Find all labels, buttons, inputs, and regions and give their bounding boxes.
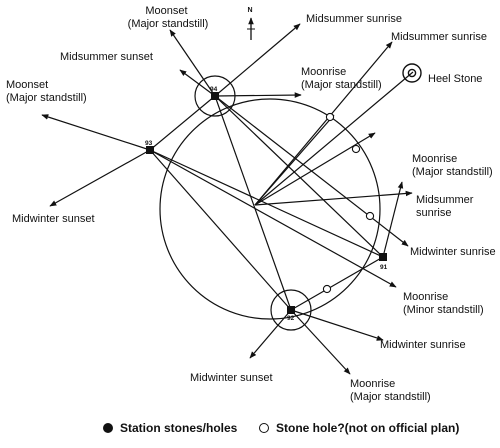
line-93-midwinter-sunset <box>49 149 151 207</box>
label-midsummer-sunset: Midsummer sunset <box>60 51 153 63</box>
line-centre-midsummer-sunrise-top <box>254 41 393 206</box>
station-92-surround <box>270 289 312 331</box>
line-93-to-91 <box>149 149 384 258</box>
station-number: 93 <box>145 140 153 147</box>
line-94-moonset <box>169 29 216 97</box>
label-moonset-top: Moonset (Major standstill) <box>128 5 209 30</box>
station-93 <box>146 146 154 154</box>
legend-stone-hole-label: Stone hole?(not on official plan) <box>276 421 460 435</box>
station-number: 91 <box>380 264 388 271</box>
label-midsummer-sunrise-mid: Midsummer sunrise <box>416 194 477 219</box>
legend-stone-hole: Stone hole?(not on official plan) <box>259 421 459 435</box>
line-92-moonrise-major <box>290 309 351 375</box>
station-number: 92 <box>287 315 295 322</box>
legend-station-label: Station stones/holes <box>120 421 238 435</box>
stone-hole <box>365 211 375 221</box>
label-midwinter-sunset-bottom: Midwinter sunset <box>190 372 273 384</box>
label-moonrise-major-bottom: Moonrise (Major standstill) <box>350 378 431 403</box>
line-centre-midsummer-sunrise <box>254 190 413 206</box>
line-91-to-92 <box>290 256 384 311</box>
label-midwinter-sunrise-right: Midwinter sunrise <box>410 246 496 258</box>
label-midsummer-sunrise-right: Midsummer sunrise <box>391 31 487 43</box>
station-92 <box>287 306 295 314</box>
heel-stone-marker <box>402 63 422 83</box>
stone-hole <box>322 284 332 294</box>
line-94-to-91 <box>214 95 384 258</box>
line-93-to-94 <box>149 95 216 151</box>
label-moonrise-minor: Moonrise (Minor standstill) <box>403 291 484 316</box>
north-label: N <box>247 7 252 14</box>
north-arrow: N <box>247 7 255 40</box>
line-94-moonrise-major <box>214 92 302 98</box>
line-94-to-92 <box>214 95 292 311</box>
line-93-to-92 <box>149 149 292 311</box>
line-centre-moonrise <box>254 132 376 206</box>
label-moonrise-major-upper: Moonrise (Major standstill) <box>301 66 382 91</box>
stone-hole <box>325 112 335 122</box>
line-91-moonrise-major <box>382 181 404 258</box>
label-midwinter-sunrise-bottom: Midwinter sunrise <box>380 339 466 351</box>
stone-hole <box>351 144 361 154</box>
label-moonrise-major-right: Moonrise (Major standstill) <box>412 153 493 178</box>
line-93-moonrise-minor <box>149 149 397 288</box>
line-92-midwinter-sunrise <box>290 309 384 341</box>
label-moonset-left: Moonset (Major standstill) <box>6 79 87 104</box>
label-midsummer-sunrise-top: Midsummer sunrise <box>306 13 402 25</box>
station-94 <box>211 92 219 100</box>
line-centre-heel-stone <box>254 71 414 206</box>
line-94-midsummer-sunrise <box>214 23 301 97</box>
line-94-midsummer-sunset <box>179 69 216 97</box>
line-92-midwinter-sunset <box>249 309 292 359</box>
station-number: 94 <box>210 86 218 93</box>
station-stones <box>146 92 387 314</box>
legend-station-stones: Station stones/holes <box>103 421 237 435</box>
label-midwinter-sunset-left: Midwinter sunset <box>12 213 95 225</box>
filled-circle-icon <box>103 423 113 433</box>
line-93-moonset <box>41 114 151 151</box>
hollow-circle-icon <box>259 423 269 433</box>
alignment-lines <box>41 23 414 375</box>
monument-circle <box>159 98 381 320</box>
label-heel-stone: Heel Stone <box>428 73 482 85</box>
station-91 <box>379 253 387 261</box>
stone-holes <box>322 112 375 294</box>
